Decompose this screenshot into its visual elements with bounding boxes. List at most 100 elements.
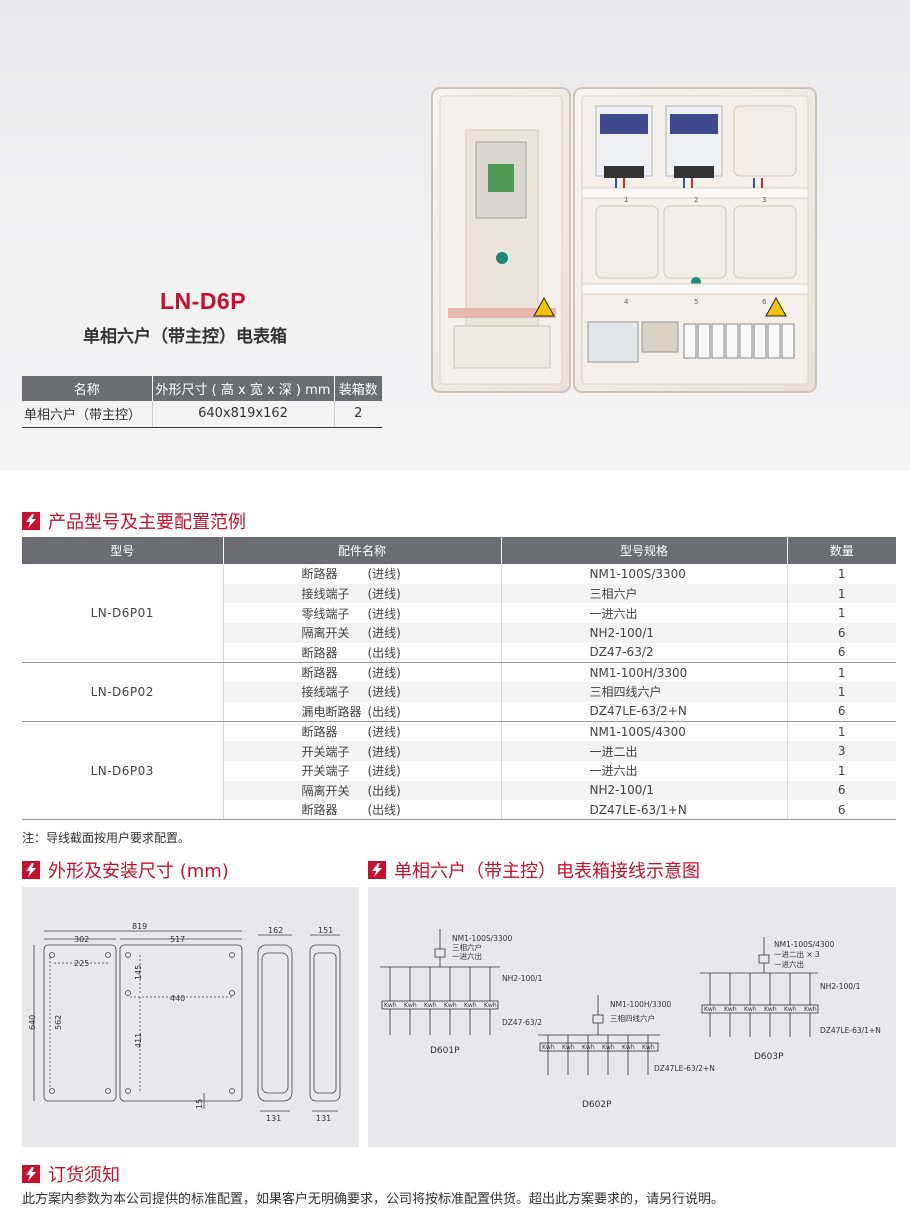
part-direction: (出线): [367, 645, 401, 660]
part-cell: 零线端子(进线): [223, 603, 502, 624]
qty-cell: 1: [837, 606, 846, 621]
part-name: 断路器: [301, 725, 338, 740]
spec-cell: NM1-100S/4300: [501, 721, 788, 742]
kwh-label: Kwh: [602, 1044, 615, 1051]
qty-cell: 6: [787, 780, 896, 801]
config-header-spec: 型号规格: [501, 537, 788, 564]
d602p-breaker: NM1-100H/3300: [610, 1000, 671, 1009]
qty-cell: 6: [787, 800, 896, 821]
kwh-label: Kwh: [384, 1002, 397, 1009]
wiring-diagram: NM1-100S/3300 三相六户 一进六出 NH2-100/1 Kwh Kw…: [380, 929, 881, 1110]
part-direction: (进线): [367, 606, 401, 621]
qty-cell: 6: [787, 701, 896, 722]
spec-cell: DZ47LE-63/1+N: [501, 800, 788, 821]
d603p-name: D603P: [754, 1052, 784, 1062]
part-name: 漏电断路器: [301, 704, 362, 719]
d602p-term1: 三相四线六户: [610, 1013, 655, 1023]
kwh-label: Kwh: [582, 1044, 595, 1051]
d603p-term2: 一进六出: [774, 959, 804, 969]
dim-hole-height: 562: [54, 1015, 63, 1030]
kwh-label: Kwh: [562, 1044, 575, 1051]
section-wiring-title: 单相六户（带主控）电表箱接线示意图: [394, 861, 700, 882]
kwh-label: Kwh: [622, 1044, 635, 1051]
dim-right-width: 517: [170, 935, 185, 944]
part-name: 断路器: [301, 666, 338, 681]
dim-side-depth-a: 162: [268, 926, 283, 935]
d601p-iso: NH2-100/1: [502, 974, 543, 983]
qty-cell: 1: [837, 665, 846, 680]
section-wiring-heading: 单相六户（带主控）电表箱接线示意图: [368, 857, 700, 883]
meter-label: 4: [624, 298, 629, 306]
d603p-out: DZ47LE-63/1+N: [820, 1026, 881, 1035]
kwh-label: Kwh: [764, 1006, 777, 1013]
spec-cell: NH2-100/1: [501, 780, 788, 801]
part-name: 断路器: [301, 645, 338, 660]
dim-hole-right: 440: [170, 994, 185, 1003]
spec-header-size: 外形尺寸 ( 高 x 宽 x 深 ) mm: [152, 376, 335, 401]
qty-cell: 1: [787, 583, 896, 604]
part-cell: 断路器(进线): [223, 721, 502, 742]
part-cell: 隔离开关(出线): [223, 780, 502, 801]
part-name: 断路器: [301, 803, 338, 818]
part-direction: (进线): [367, 685, 401, 700]
d601p-term1: 三相六户: [452, 942, 482, 952]
part-cell: 开关端子(进线): [223, 741, 502, 761]
config-header-model: 型号: [22, 537, 224, 564]
meter-label: 5: [694, 298, 698, 306]
kwh-label: Kwh: [704, 1006, 717, 1013]
qty-cell: 6: [787, 642, 896, 663]
part-cell: 隔离开关(进线): [223, 623, 502, 643]
part-cell: 漏电断路器(出线): [223, 701, 502, 722]
part-cell: 断路器(进线): [223, 662, 502, 683]
part-name: 接线端子: [301, 685, 350, 700]
part-direction: (进线): [367, 764, 401, 779]
model-title: LN-D6P: [160, 288, 247, 314]
dim-left-width: 302: [74, 935, 89, 944]
d602p-out: DZ47LE-63/2+N: [654, 1064, 715, 1073]
part-name: 接线端子: [301, 587, 350, 602]
spec-header-qty: 装箱数: [334, 376, 382, 401]
kwh-label: Kwh: [464, 1002, 477, 1009]
part-name: 开关端子: [301, 744, 350, 759]
dim-lower: 411: [134, 1033, 143, 1048]
spec-cell: 三相六户: [501, 583, 788, 604]
hero-banner: 1 2 3 4 5 6 LN-D6P 单相六户（带主控）电表箱 名称 外形尺寸 …: [0, 0, 910, 470]
qty-cell: 1: [837, 566, 846, 581]
section-config-heading: 产品型号及主要配置范例: [22, 508, 246, 534]
model-cell: LN-D6P02: [22, 662, 224, 723]
part-direction: (出线): [367, 803, 401, 818]
spec-cell: NM1-100S/3300: [501, 564, 788, 584]
part-cell: 断路器 (出线): [223, 642, 502, 663]
qty-cell: 1: [787, 682, 896, 702]
kwh-label: Kwh: [424, 1002, 437, 1009]
part-cell: 接线端子(进线): [223, 583, 502, 604]
lightning-icon: [22, 1165, 40, 1183]
kwh-label: Kwh: [744, 1006, 757, 1013]
d601p-out: DZ47-63/2: [502, 1018, 542, 1027]
meter-label: 2: [694, 196, 698, 204]
qty-cell: 1: [837, 724, 846, 739]
part-cell: 断路器(进线): [223, 564, 502, 584]
config-header-part: 配件名称: [223, 537, 502, 564]
spec-cell: 一进六出: [501, 760, 788, 781]
kwh-label: Kwh: [804, 1006, 817, 1013]
meter-box-photo: 1 2 3 4 5 6: [431, 87, 817, 393]
meter-label: 1: [624, 196, 628, 204]
spec-cell: 一进二出: [501, 741, 788, 761]
section-order-heading: 订货须知: [22, 1161, 120, 1187]
section-dimensions-heading: 外形及安装尺寸 (mm): [22, 857, 229, 883]
part-direction: (进线): [367, 567, 401, 582]
section-dimensions-title: 外形及安装尺寸 (mm): [48, 861, 229, 882]
kwh-label: Kwh: [724, 1006, 737, 1013]
model-cell: LN-D6P01: [22, 564, 224, 663]
dim-overall-width: 819: [132, 922, 147, 931]
qty-cell: 1: [837, 763, 846, 778]
dim-side-depth-b: 151: [318, 926, 333, 935]
qty-cell: 6: [787, 623, 896, 643]
order-text: 此方案内参数为本公司提供的标准配置，如果客户无明确要求，公司将按标准配置供货。超…: [22, 1192, 725, 1207]
